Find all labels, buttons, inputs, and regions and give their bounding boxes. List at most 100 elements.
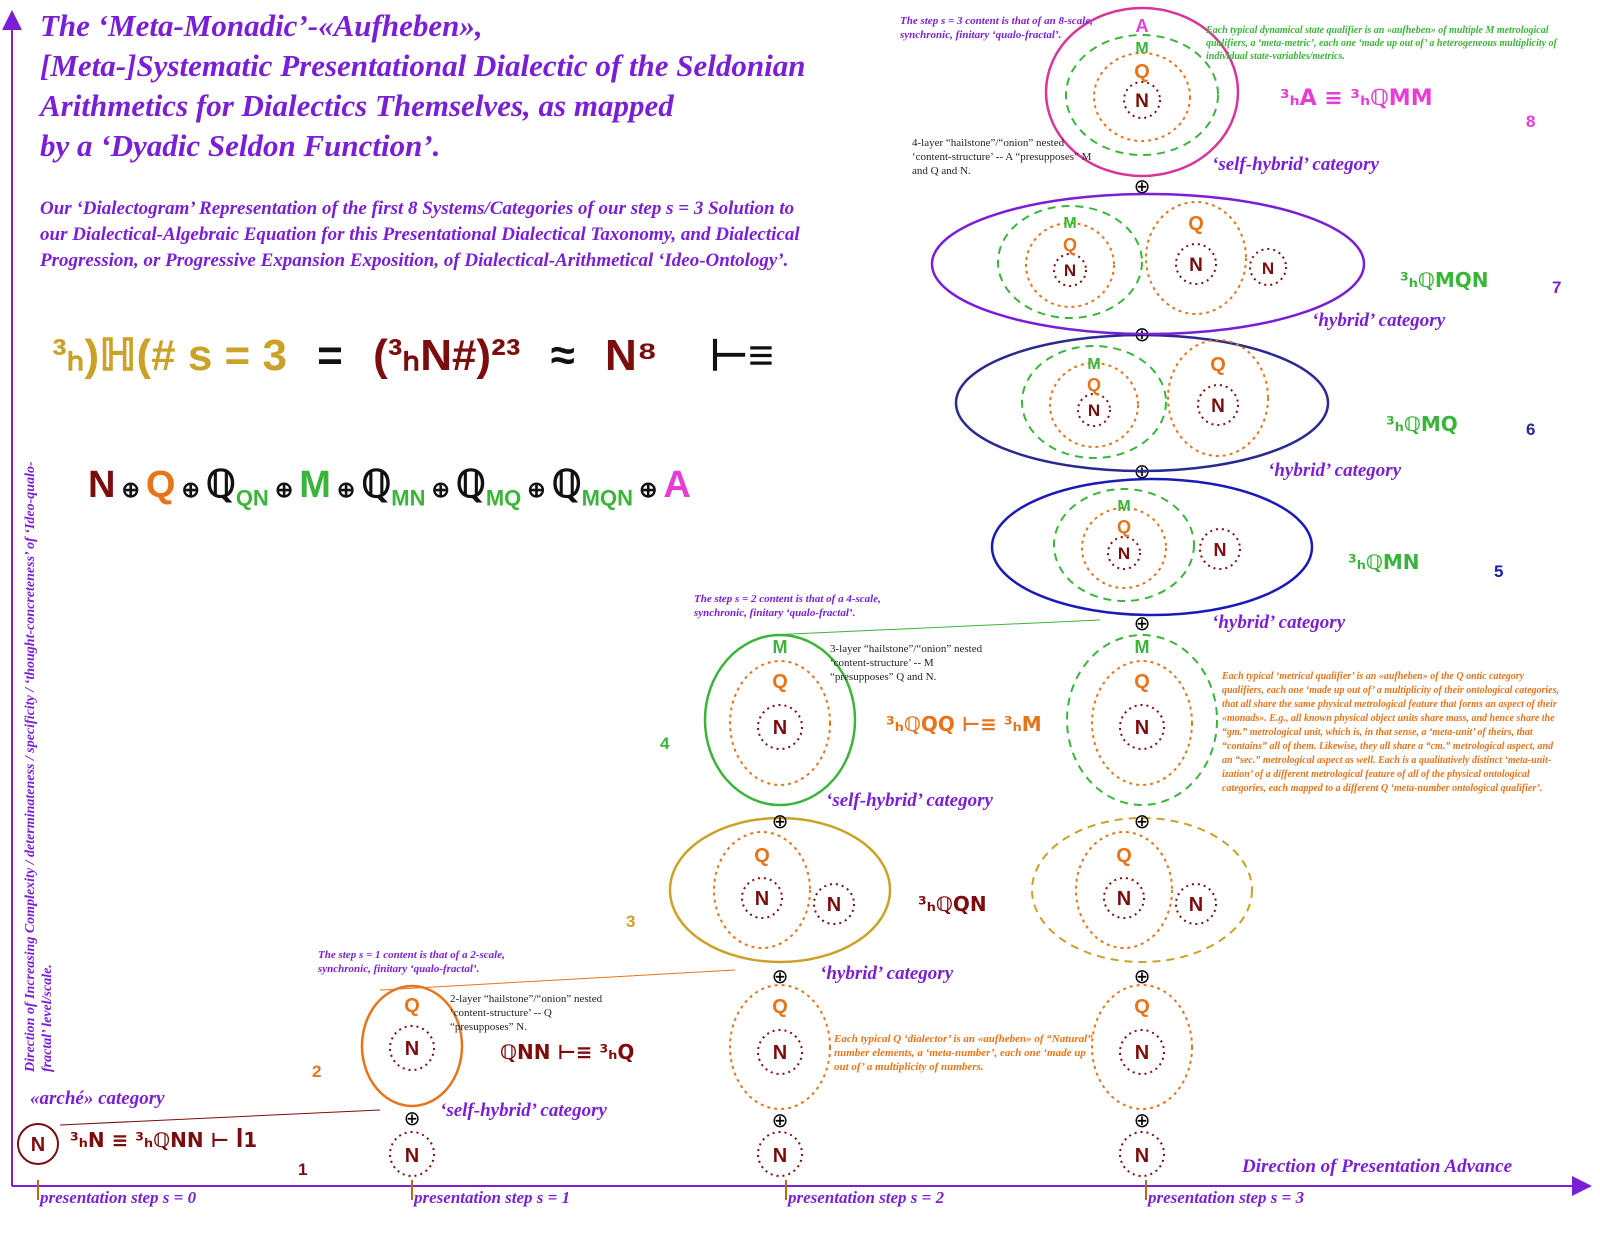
n-inner-step3-b <box>1175 883 1217 925</box>
note-dialector: Each typical Q ‘dialector’ is an «aufheb… <box>834 1033 1093 1073</box>
note-layer3: 3-layer “hailstone”/“onion” nested ‘cont… <box>830 643 983 683</box>
step2-connector <box>769 619 1101 636</box>
note-step3: The step s = 3 content is that of an 8-s… <box>900 15 1093 41</box>
numeral-4: 4 <box>660 734 670 753</box>
n-inner-step2 <box>757 1029 803 1075</box>
oplus-separator: ⊕ <box>638 477 658 502</box>
formula-maps: ⊢≡ <box>709 331 774 380</box>
sum-expansion: N⊕Q⊕ℚQN⊕M⊕ℚMN⊕ℚMQ⊕ℚMQN⊕A <box>88 462 691 512</box>
q-label-a: Q <box>1087 375 1101 395</box>
note-layer2: 2-layer “hailstone”/“onion” nested ‘cont… <box>450 993 603 1033</box>
n-label-b: N <box>827 894 841 916</box>
title-line-3: Arithmetics for Dialectics Themselves, a… <box>40 88 674 123</box>
system-7-hybrid: M Q N Q N N <box>930 192 1366 336</box>
m-dashed-step3 <box>1066 634 1218 806</box>
m-step3-label: M <box>1135 637 1150 657</box>
system-formula-6: ³ₕℚMQ <box>1386 412 1458 436</box>
sum-term: ℚ <box>455 464 486 506</box>
n-inner-step3 <box>1119 1029 1165 1075</box>
n-step2-bottom-label: N <box>773 1145 787 1167</box>
subtitle: Our ‘Dialectogram’ Representation of the… <box>40 198 800 271</box>
oplus-step2-a: ⊕ <box>772 1108 789 1132</box>
arche-circle <box>17 1123 59 1165</box>
q-dashed <box>1093 52 1191 142</box>
q-step2-label: Q <box>772 996 788 1018</box>
n-label-a: N <box>1064 261 1076 280</box>
m-dashed <box>1021 345 1167 459</box>
system-1-arche: N <box>17 1123 59 1165</box>
m-label: M <box>773 637 788 657</box>
n-step3-b-label: N <box>1189 894 1203 916</box>
oplus-step1: ⊕ <box>404 1106 421 1130</box>
q-label-a: Q <box>1063 235 1077 255</box>
n-inner-a <box>1053 253 1087 287</box>
numeral-6: 6 <box>1526 420 1536 439</box>
q-dashed-inner <box>729 660 831 786</box>
n-inner-a <box>741 877 783 919</box>
sum-term: M <box>299 464 331 506</box>
system-8-self-hybrid: A M Q N <box>1044 6 1240 178</box>
sum-term: Q <box>145 464 176 506</box>
outer-ellipse <box>930 192 1366 336</box>
category-label-self-hybrid-2: ‘self-hybrid’ category <box>440 1100 607 1121</box>
n-label: N <box>405 1038 419 1060</box>
numeral-8: 8 <box>1526 112 1536 131</box>
numeral-3: 3 <box>626 912 636 931</box>
n-step2-label: N <box>773 1042 787 1064</box>
n-inner <box>1107 536 1141 570</box>
system-2-self-hybrid: Q N <box>360 984 464 1108</box>
title-line-4: by a ‘Dyadic Seldon Function’. <box>40 128 441 163</box>
system-3-hybrid: Q N N <box>668 816 892 964</box>
sum-term: ℚ <box>551 464 582 506</box>
m-label: M <box>1087 356 1100 373</box>
q-dashed-inner <box>713 831 811 949</box>
n-inner-a <box>1077 393 1111 427</box>
formula-lhs: ³ₕ)ℍ(# s = 3 <box>52 331 287 380</box>
n-label-b: N <box>1214 540 1227 560</box>
step-label-3: presentation step s = 3 <box>1148 1188 1305 1207</box>
step-label-1: presentation step s = 1 <box>414 1188 571 1207</box>
system-formula-1: ³ₕN ≡ ³ₕℚNN ⊢ ꟾ1 <box>70 1128 258 1152</box>
n-inner <box>1123 81 1161 119</box>
m-label: M <box>1135 40 1148 57</box>
n-inner-b <box>1175 243 1217 285</box>
gold-dashed-step3 <box>1031 817 1253 963</box>
n-step1-bottom <box>389 1131 435 1177</box>
system-4-self-hybrid: M Q N <box>703 633 857 807</box>
arche-n-label: N <box>31 1134 45 1156</box>
q-label: Q <box>754 845 770 867</box>
numeral-7: 7 <box>1552 278 1562 297</box>
title-block: The ‘Meta-Monadic’-«Aufheben», [Meta-]Sy… <box>40 6 840 166</box>
sum-term: A <box>663 464 691 506</box>
q-outer-ellipse <box>360 984 464 1108</box>
note-dynamical: Each typical dynamical state qualifier i… <box>1206 25 1557 62</box>
system-formula-8: ³ₕA ≡ ³ₕℚMM <box>1280 86 1433 111</box>
n-outer <box>1249 248 1287 286</box>
oplus-step3-b: ⊕ <box>1134 964 1151 988</box>
category-label-self-hybrid-8: ‘self-hybrid’ category <box>1212 154 1379 175</box>
n-inner-circle <box>389 1025 435 1071</box>
a-label: A <box>1136 16 1149 36</box>
oplus-step2-b: ⊕ <box>772 964 789 988</box>
q-dashed-step3-b <box>1075 831 1173 949</box>
x-axis-label: Direction of Presentation Advance <box>1242 1156 1513 1177</box>
n-inner-b <box>1197 384 1239 426</box>
q-label-b: Q <box>1210 354 1226 376</box>
oplus-step3-g: ⊕ <box>1134 174 1151 198</box>
oplus-separator: ⊕ <box>121 477 140 502</box>
numeral-2: 2 <box>312 1062 322 1081</box>
q-dashed-step3 <box>1091 984 1193 1110</box>
q-label: Q <box>772 671 788 693</box>
n-label-b: N <box>1189 255 1203 276</box>
m-dashed <box>997 205 1143 319</box>
q-dashed-step3-c <box>1091 660 1193 786</box>
m-dashed <box>1053 488 1195 602</box>
n-label: N <box>773 717 787 739</box>
q-step3-b-label: Q <box>1116 845 1132 867</box>
numeral-1: 1 <box>298 1160 308 1179</box>
n-inner-step3-a <box>1103 877 1145 919</box>
m-outer-ellipse <box>703 633 857 807</box>
formula-power: N⁸ <box>605 331 658 380</box>
gold-outer-ellipse <box>668 816 892 964</box>
